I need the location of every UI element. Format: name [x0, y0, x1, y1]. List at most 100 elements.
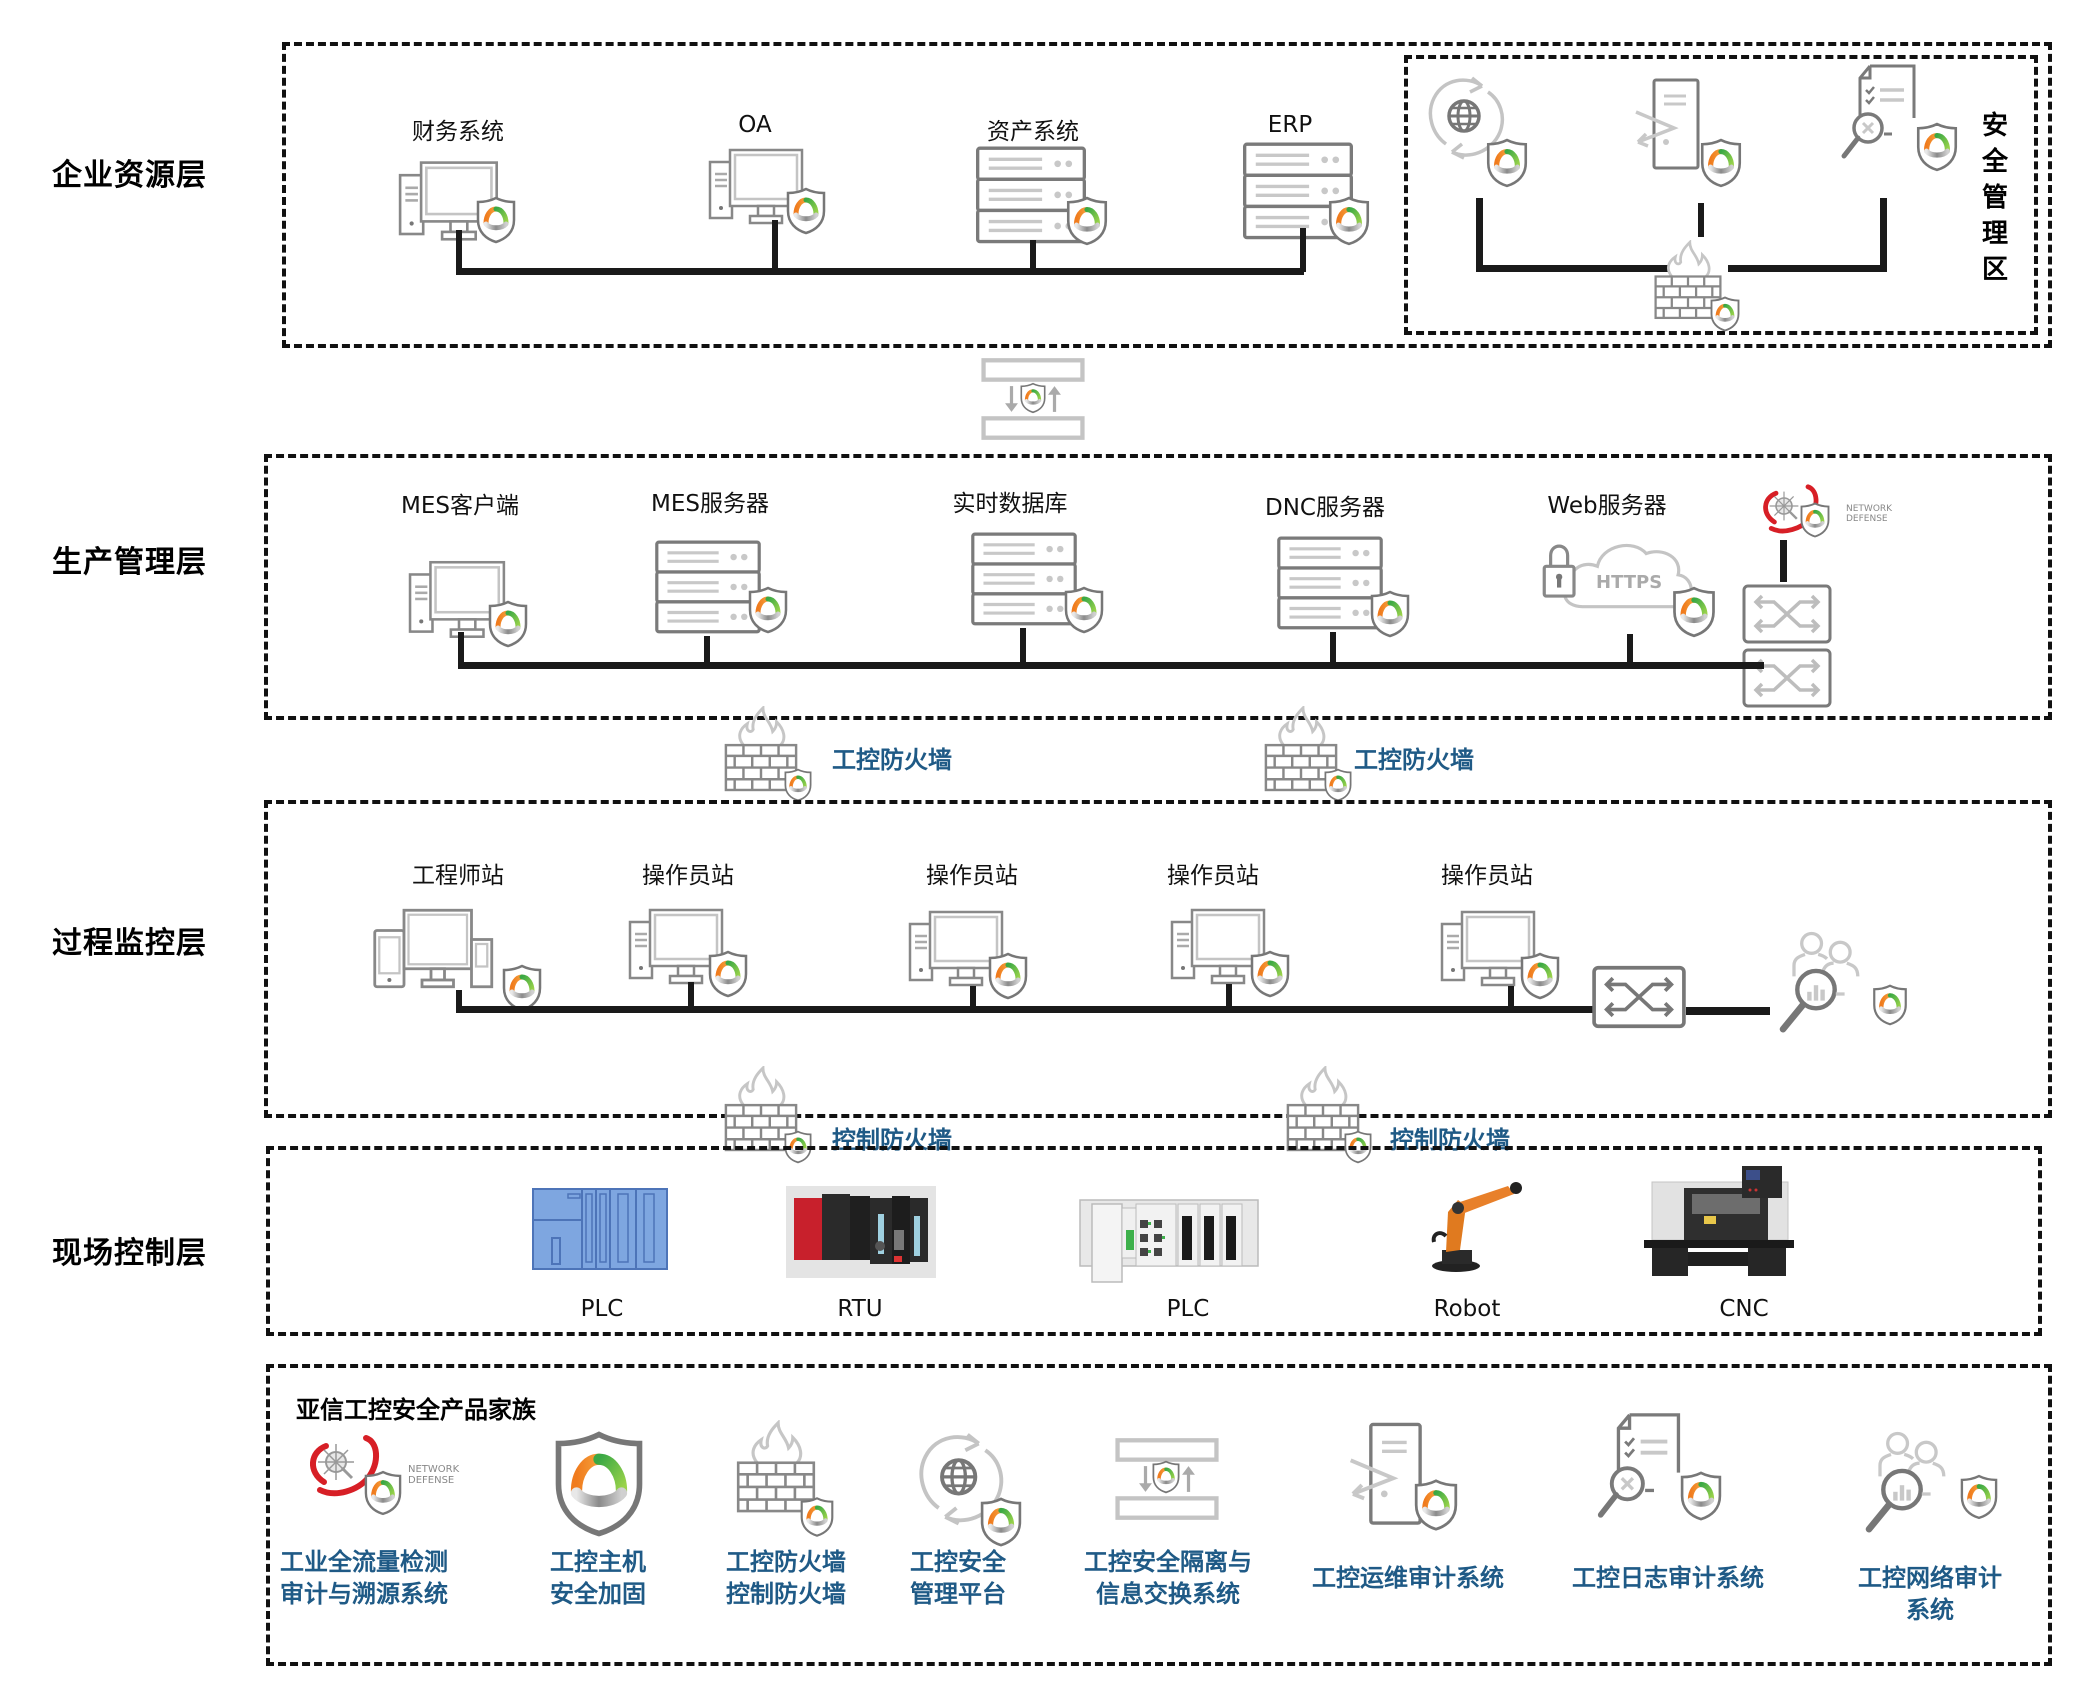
shield-icon: [1680, 1470, 1722, 1522]
ics-firewall-label: 工控防火墙: [1354, 746, 1474, 774]
bus-drop: [458, 632, 464, 666]
bus-drop: [1226, 984, 1232, 1010]
shield-icon: [1486, 138, 1528, 188]
bus-drop: [970, 986, 976, 1010]
network-defense-line2: DEFENSE: [408, 1475, 455, 1486]
shield-icon: [1800, 502, 1830, 538]
shield-icon: [1152, 1460, 1180, 1494]
node-label-realtime-db: 实时数据库: [952, 491, 1068, 517]
product-family-zone: [266, 1364, 2052, 1666]
shield-icon: [1872, 984, 1908, 1026]
bus-drop: [456, 990, 462, 1010]
shield-icon: [1414, 1478, 1458, 1532]
node-label-web-server: Web服务器: [1547, 493, 1667, 519]
switch-icon[interactable]: [1742, 582, 1832, 646]
rtu-device-image[interactable]: [786, 1186, 936, 1278]
bus-drop: [688, 982, 694, 1010]
enterprise-network-bus: [456, 268, 1304, 275]
vertical-char: 管: [1981, 183, 2008, 213]
vertical-char: 理: [1981, 219, 2008, 249]
shield-icon: [988, 952, 1028, 1000]
shield-icon: [708, 950, 748, 998]
bus-drop: [1330, 632, 1336, 666]
security-bus-bottom-left: [1476, 265, 1668, 272]
bus-drop: [1627, 634, 1633, 666]
layer-title-production: 生产管理层: [52, 545, 207, 580]
network-audit-icon[interactable]: [1858, 1428, 1968, 1538]
network-defense-line1: NETWORK: [1846, 504, 1893, 514]
network-defense-line2: DEFENSE: [1846, 514, 1888, 524]
switch-icon[interactable]: [1742, 646, 1832, 710]
robot-device-image[interactable]: [1418, 1176, 1528, 1276]
supervisory-zone: [264, 800, 2052, 1118]
bus-drop: [1508, 986, 1514, 1010]
vertical-char: 安: [1981, 111, 2008, 141]
security-zone-label: 安 全 管 理 区: [1980, 108, 2010, 288]
shield-icon: [476, 196, 516, 244]
engineer-workstation-icon[interactable]: [372, 908, 508, 998]
device-label-robot: Robot: [1433, 1296, 1501, 1322]
plc-device-image[interactable]: [532, 1188, 668, 1270]
device-label-plc: PLC: [580, 1296, 624, 1322]
network-audit-icon[interactable]: [1772, 928, 1882, 1038]
shield-icon: [1064, 586, 1104, 634]
product-label: 工业全流量检测 审计与溯源系统: [280, 1548, 448, 1608]
bus-drop: [1020, 628, 1026, 666]
node-label-oa: OA: [738, 112, 772, 138]
shield-icon: [1710, 296, 1740, 332]
shield-icon: [1960, 1474, 1998, 1520]
node-label-dnc-server: DNC服务器: [1265, 495, 1385, 521]
field-control-zone: [266, 1146, 2042, 1336]
enterprise-zone: [282, 42, 2052, 348]
security-bus-mid: [1698, 203, 1704, 237]
switch-icon[interactable]: [1592, 964, 1686, 1030]
bus-drop: [704, 636, 710, 666]
shield-icon: [1916, 122, 1958, 172]
switch-to-audit-link: [1686, 1007, 1770, 1015]
shield-icon: [748, 586, 788, 634]
log-audit-icon[interactable]: [1594, 1410, 1694, 1522]
node-label-asset: 资产系统: [987, 119, 1079, 145]
product-label: 工控安全隔离与 信息交换系统: [1084, 1548, 1252, 1608]
device-label-cnc: CNC: [1719, 1296, 1769, 1322]
shield-icon: [786, 187, 826, 235]
shield-icon: [980, 1496, 1022, 1548]
security-bus-bottom-right: [1728, 265, 1887, 272]
node-label-operator-station: 操作员站: [926, 863, 1018, 889]
layer-title-field: 现场控制层: [52, 1236, 207, 1271]
node-label-finance: 财务系统: [412, 119, 504, 145]
shield-icon: [1700, 138, 1742, 188]
shield-icon: [364, 1470, 402, 1516]
shield-icon: [488, 600, 528, 648]
shield-icon: [1520, 952, 1560, 1000]
node-label-mes-server: MES服务器: [651, 491, 769, 517]
shield-icon: [1020, 382, 1046, 414]
device-label-rtu: RTU: [837, 1296, 883, 1322]
node-label-operator-station: 操作员站: [1167, 863, 1259, 889]
bus-drop: [772, 220, 778, 272]
bus-drop: [456, 230, 462, 272]
plc-device-image[interactable]: [1078, 1186, 1264, 1286]
cnc-device-image[interactable]: [1644, 1164, 1794, 1282]
product-label: 工控安全 管理平台: [910, 1548, 1006, 1608]
product-label: 工控网络审计系统: [1858, 1564, 2002, 1624]
ics-firewall-label: 工控防火墙: [832, 746, 952, 774]
vertical-char: 区: [1981, 255, 2008, 285]
layer-title-supervisory: 过程监控层: [52, 926, 207, 961]
product-label: 工控防火墙 控制防火墙: [726, 1548, 846, 1608]
device-label-plc: PLC: [1166, 1296, 1210, 1322]
product-family-title: 亚信工控安全产品家族: [296, 1396, 536, 1424]
shield-icon: [1672, 586, 1716, 638]
layer-title-enterprise: 企业资源层: [52, 158, 207, 193]
shield-icon[interactable]: [554, 1430, 644, 1538]
shield-icon: [1250, 950, 1290, 998]
node-label-operator-station: 操作员站: [642, 863, 734, 889]
log-audit-icon[interactable]: [1838, 62, 1928, 162]
network-defense-line1: NETWORK: [408, 1464, 460, 1475]
node-label-mes-client: MES客户端: [401, 493, 519, 519]
security-bus-right: [1880, 198, 1887, 272]
shield-icon: [1370, 590, 1410, 638]
bus-drop: [1300, 228, 1306, 272]
shield-icon: [1328, 196, 1370, 246]
network-defense-text: NETWORK DEFENSE: [1846, 504, 1892, 524]
